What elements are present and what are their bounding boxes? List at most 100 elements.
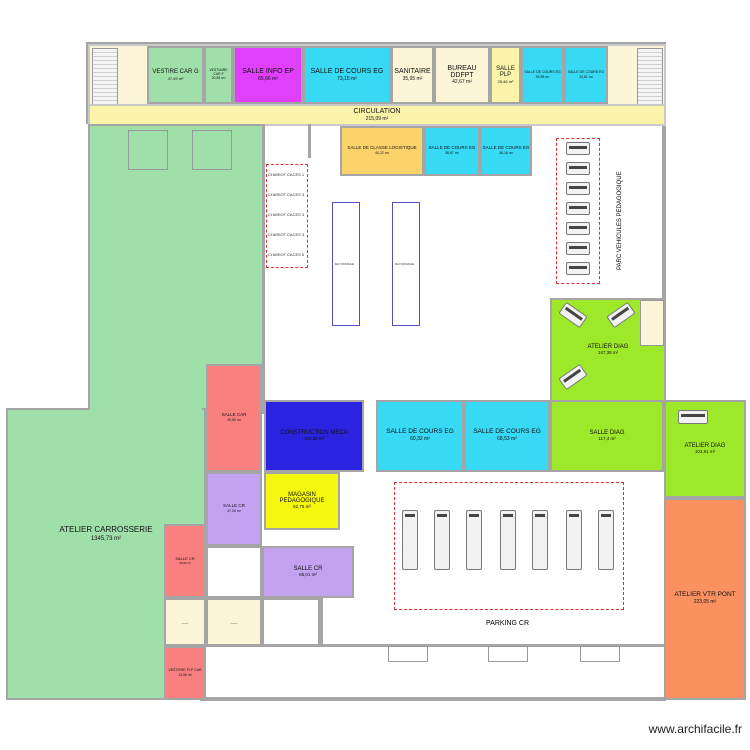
room-name: BUREAU DDFPT	[447, 64, 477, 79]
vehicle-icon	[466, 510, 482, 570]
room-salle-cours-eg-mid1: SALLE DE COURS EG 36,97 m²	[424, 126, 480, 176]
interior-wall	[262, 124, 265, 414]
interior-wall	[308, 124, 311, 158]
outer-wall-right	[662, 124, 666, 404]
vehicle-icon	[566, 202, 590, 215]
room-area: 73,15 m²	[337, 75, 357, 82]
room-area: 47,49 m²	[167, 75, 184, 81]
room-name: SALLE PLP	[496, 66, 515, 79]
vehicle-icon	[566, 142, 590, 155]
room-name: SALLE INFO EP	[242, 68, 294, 76]
room-name: SALLE DE CLASSE LOGISTIQUE	[347, 145, 417, 151]
room-area: 49,50 m²	[227, 418, 241, 423]
room-name: SALLE DE COURS EG	[482, 145, 530, 151]
room-name: SALLE CR	[293, 565, 323, 572]
room-name: VESTIAIRE CAR F	[209, 67, 228, 76]
room-storage-empty	[262, 598, 320, 646]
room-area: 33,81 m²	[579, 74, 593, 79]
rack-label: RAYONNAGE	[335, 262, 354, 266]
room-salle-cours-eg-low1: SALLE DE COURS EG 60,32 m²	[376, 400, 464, 472]
room-name: CONSTRUCTION MECA	[280, 429, 348, 436]
parc-vehicules-label: PARC VEHICULES PEDAGOGIQUE	[617, 171, 623, 270]
room-name: ___	[181, 618, 189, 624]
room-name: SALLE DE COURS EG	[473, 428, 541, 436]
parking-area	[394, 482, 624, 610]
room-area: 42,67 m²	[452, 79, 472, 86]
room-circulation: CIRCULATION 215,09 m²	[88, 104, 666, 126]
room-storage: ___	[206, 598, 262, 646]
room-salle-diag: SALLE DIAG 117,4 m²	[550, 400, 664, 472]
chariot-label: CHARIOT CACES 3	[268, 192, 305, 197]
room-area: 20,84 m²	[211, 76, 226, 81]
room-name: MAGASIN PEDAGOGIQUE	[279, 491, 325, 505]
room-area: 1345,73 m²	[90, 535, 122, 542]
room-salle-classe-logistique: SALLE DE CLASSE LOGISTIQUE 40,22 m²	[340, 126, 424, 176]
room-area: 65,01 m²	[299, 572, 317, 578]
room-atelier-vtr-pont: ATELIER VTR PONT 223,05 m²	[664, 498, 746, 700]
room-area: 40,22 m²	[375, 151, 389, 156]
door-marker	[580, 646, 620, 662]
room-salle-cours-eg-mid2: SALLE DE COURS EG 36,16 m²	[480, 126, 532, 176]
room-area: 100,32 m²	[303, 436, 325, 442]
door-marker	[488, 646, 528, 662]
room-salle-cr-bottom: SALLE CR 65,01 m²	[262, 546, 354, 598]
room-name: SALLE CR	[175, 555, 195, 561]
interior-wall	[320, 598, 323, 646]
room-area: 60,32 m²	[410, 436, 430, 443]
room-name: VESTIRE CAR G	[152, 69, 199, 76]
vehicle-icon	[532, 510, 548, 570]
room-name: SALLE DE COURS EG	[524, 69, 561, 74]
parking-cr-label: PARKING CR	[486, 620, 530, 627]
room-area: 25,46 m²	[497, 78, 514, 84]
room-vestiaire-plp-car: VESTIERE PLP CAR 13,56 m²	[164, 646, 206, 700]
vehicle-icon	[402, 510, 418, 570]
room-storage-empty	[206, 546, 262, 598]
chariot-label: CHARIOT CACES 3	[268, 232, 305, 237]
rack-unit	[392, 202, 420, 326]
room-area: 68,53 m²	[497, 436, 517, 443]
room-sanitaire: SANITAIRE 35,95 m²	[391, 46, 434, 104]
room-area: 35,95 m²	[402, 75, 423, 82]
room-area: 13,56 m²	[178, 672, 192, 677]
chariot-label: CHARIOT CACES 1	[268, 172, 305, 177]
room-area: 39,55 m²	[535, 74, 550, 79]
room-name: SALLE CAR	[221, 412, 247, 418]
staircase-right	[637, 48, 663, 106]
room-salle-car: SALLE CAR 49,50 m²	[206, 364, 262, 472]
staircase-left	[92, 48, 118, 106]
chariot-label: CHARIOT CACES 5	[268, 252, 305, 257]
vehicle-icon	[678, 410, 708, 424]
room-salle-plp: SALLE PLP 25,46 m²	[490, 46, 521, 104]
rack-label: RAYONNAGE	[395, 262, 414, 266]
vehicle-icon	[598, 510, 614, 570]
room-area: 223,05 m²	[693, 599, 717, 606]
room-magasin-pedagogique: MAGASIN PEDAGOGIQUE 62,75 m²	[264, 472, 340, 530]
room-salle-info-ep: SALLE INFO EP 65,66 m²	[233, 46, 303, 104]
chariot-label: CHARIOT CACES 3	[268, 212, 305, 217]
room-name: SALLE DE COURS EG	[567, 69, 605, 74]
room-storage: ___	[164, 598, 206, 646]
room-area: 36,84 m²	[179, 561, 191, 566]
room-area: 36,97 m²	[445, 151, 459, 156]
room-area: 147,38 m²	[597, 350, 619, 356]
vehicle-icon	[566, 510, 582, 570]
room-name: SANITAIRE	[394, 68, 431, 76]
room-area: 103,61 m²	[694, 449, 716, 455]
vehicle-icon	[566, 242, 590, 255]
room-name: CIRCULATION	[353, 108, 401, 116]
room-bureau-ddfpt: BUREAU DDFPT 42,67 m²	[434, 46, 490, 104]
room-area: 47,06 m²	[227, 509, 241, 514]
door-marker	[388, 646, 428, 662]
room-salle-cours-eg-top: SALLE DE COURS EG 73,15 m²	[303, 46, 391, 104]
room-area: 36,16 m²	[499, 151, 513, 156]
room-vestiaire-car-f: VESTIAIRE CAR F 20,84 m²	[204, 46, 233, 104]
chariot-slot	[266, 164, 308, 268]
vehicle-icon	[566, 262, 590, 275]
storage-box	[128, 130, 168, 170]
room-area: 215,09 m²	[365, 115, 389, 122]
room-name: SALLE DE COURS EG	[310, 68, 384, 76]
room-name: ATELIER CARROSSERIE	[59, 525, 153, 535]
room-area: 117,4 m²	[598, 436, 616, 442]
outer-wall-bottom	[200, 697, 666, 701]
